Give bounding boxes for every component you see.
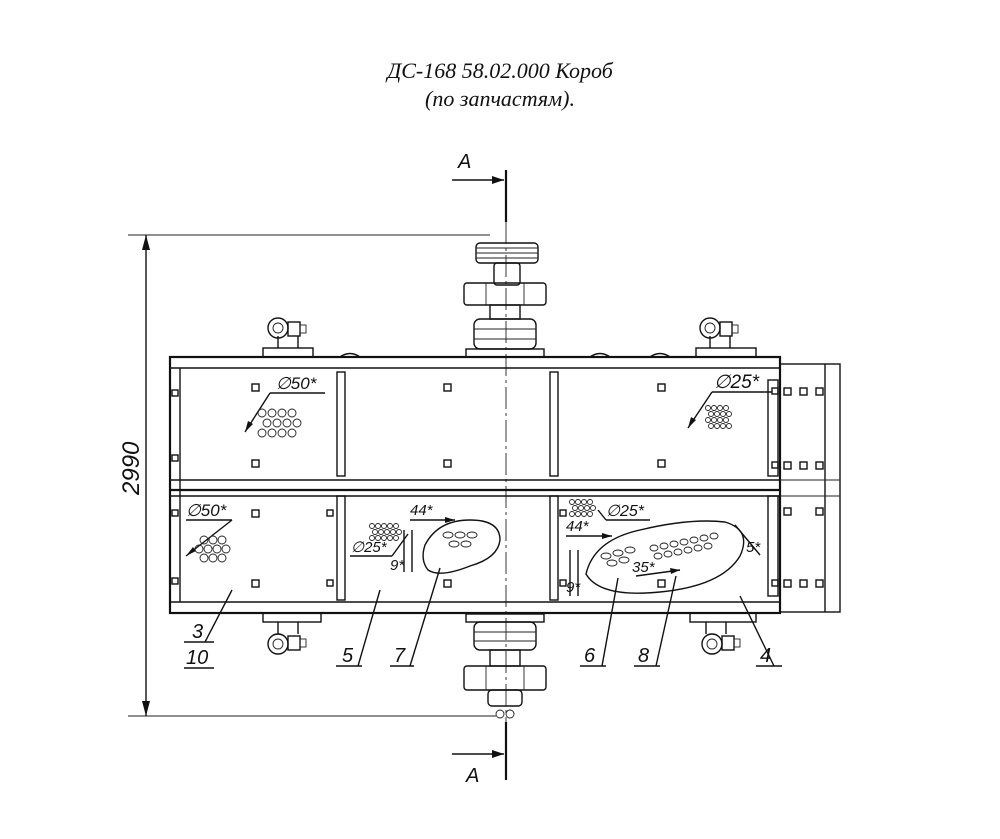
label-dia25-upper: ∅25* (714, 372, 760, 393)
part-number-7: 7 (394, 645, 406, 667)
top-drive-assembly (463, 242, 547, 358)
drawing-subtitle: (по запчастям). (425, 86, 575, 111)
part-number-10: 10 (186, 647, 208, 669)
part-number-6: 6 (584, 645, 596, 667)
section-mark-bottom: А (452, 722, 508, 787)
box-frame (168, 355, 841, 615)
drawing-title: ДС-168 58.02.000 Короб (387, 58, 613, 83)
top-edge-details (339, 352, 671, 358)
wear-patch-8 (585, 520, 745, 594)
label-pitch-35: 35* (632, 559, 656, 576)
part-numbers: 3 10 5 7 6 8 4 (186, 621, 771, 669)
spring-mount-bottom-left (262, 612, 322, 655)
spring-mount-top-right (695, 317, 757, 358)
label-spacing-44-mid: 44* (410, 502, 434, 519)
overall-dimension: 2990 (118, 234, 496, 717)
wear-patch-7 (422, 519, 501, 574)
part-number-8: 8 (638, 645, 649, 667)
label-dia25-mid: ∅25* (351, 539, 388, 556)
label-offset-9-mid: 9* (390, 557, 405, 574)
label-dia50-upper: ∅50* (276, 374, 318, 393)
part-leaders (184, 567, 782, 669)
section-letter-top: А (457, 151, 471, 173)
part-number-4: 4 (760, 645, 771, 667)
part-number-3: 3 (192, 621, 203, 643)
callout-lower-right: ∅25* 44* 9* 35* 5* (566, 499, 761, 596)
bolt-holes (171, 383, 824, 588)
part-number-5: 5 (342, 645, 354, 667)
callout-lower-left: ∅50* (185, 501, 233, 563)
callout-upper-right: ∅25* (687, 372, 772, 429)
spring-mount-top-left (262, 317, 314, 358)
section-mark-top: А (452, 151, 508, 222)
callout-upper-left: ∅50* (244, 374, 325, 438)
label-dia25-right: ∅25* (606, 503, 645, 520)
section-letter-bottom: А (465, 765, 479, 787)
label-offset-9-right: 9* (566, 579, 581, 596)
bottom-drive-assembly (463, 613, 547, 719)
label-spacing-44-right: 44* (566, 518, 590, 535)
dimension-2990: 2990 (118, 441, 145, 496)
callout-lower-middle: ∅25* 44* 9* (350, 502, 501, 574)
label-edge-5: 5* (746, 539, 761, 556)
spring-mount-bottom-right (689, 612, 757, 655)
label-dia50-lower: ∅50* (186, 501, 228, 520)
